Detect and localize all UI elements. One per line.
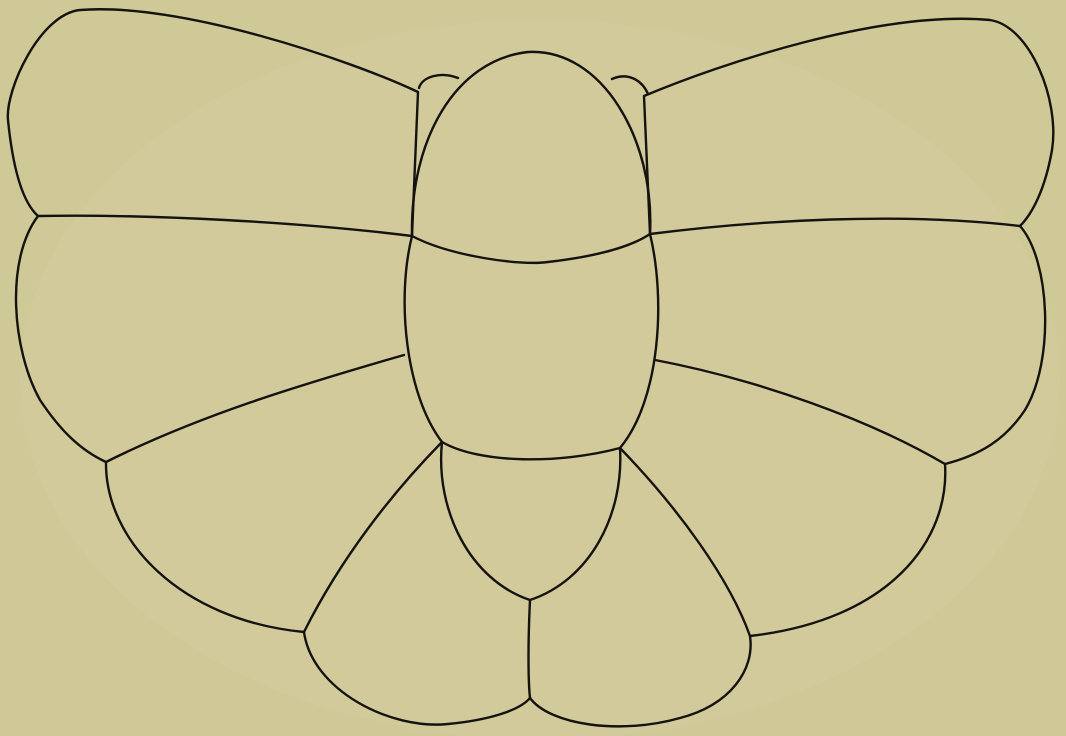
paper-glow — [20, 20, 1060, 736]
